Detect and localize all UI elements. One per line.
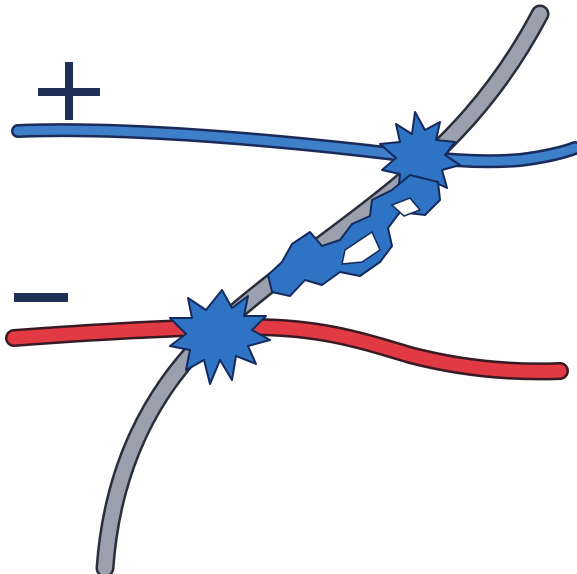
positive-line xyxy=(18,130,575,161)
splash-middle-chain xyxy=(268,175,440,296)
plus-sign: + xyxy=(0,0,100,120)
gray-diagonal-line xyxy=(105,14,540,568)
minus-sign: − xyxy=(0,0,68,302)
negative-line xyxy=(14,327,560,371)
